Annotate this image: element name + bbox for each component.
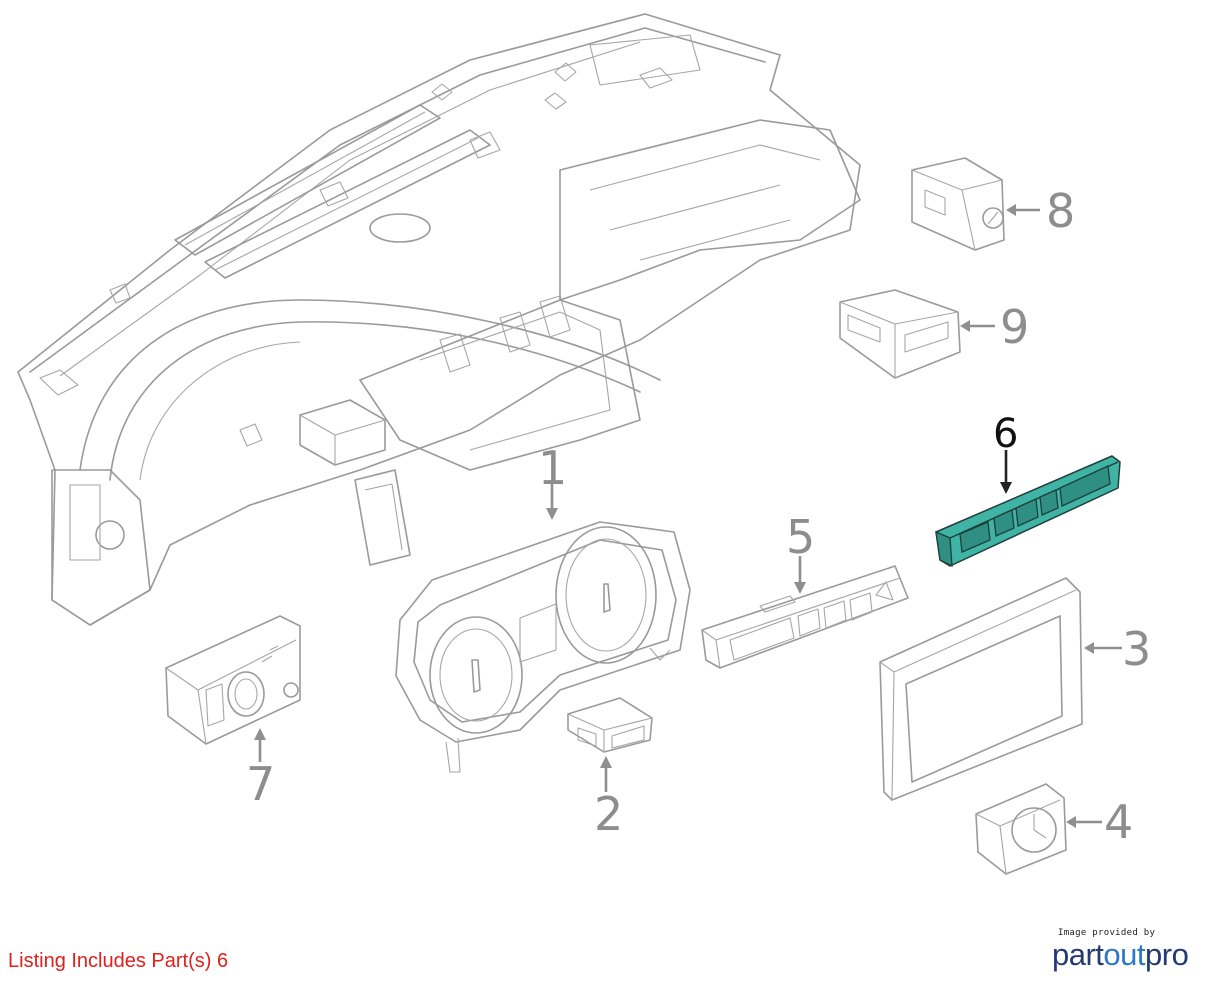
logo-pro: pro	[1145, 937, 1189, 972]
callout-5: 5	[786, 510, 815, 564]
callout-9: 9	[1000, 300, 1029, 354]
image-credit: Image provided by partoutpro	[1052, 928, 1212, 972]
credit-caption: Image provided by	[1058, 928, 1156, 938]
callout-7: 7	[246, 757, 275, 811]
logo-out: out	[1103, 937, 1146, 972]
part-7-light-switch	[165, 615, 301, 745]
callout-8: 8	[1046, 184, 1075, 238]
part-5-switch-strip	[701, 565, 909, 669]
part-9-switch	[839, 289, 961, 379]
logo-part: part	[1052, 937, 1104, 972]
part-2-switch	[567, 697, 653, 753]
callout-6: 6	[993, 411, 1018, 457]
part-3-display	[879, 577, 1083, 801]
callout-2: 2	[594, 787, 623, 841]
part-4-clock	[975, 783, 1067, 875]
part-1-instrument-cluster	[395, 521, 691, 773]
part-8-switch	[911, 157, 1005, 251]
callout-3: 3	[1122, 622, 1151, 676]
partoutpro-logo: partoutpro	[1052, 938, 1212, 972]
part-6-switch-panel	[935, 455, 1121, 568]
callout-1: 1	[538, 441, 567, 495]
dashboard-assembly	[17, 13, 861, 626]
callout-4: 4	[1104, 795, 1133, 849]
listing-note: Listing Includes Part(s) 6	[8, 950, 229, 972]
